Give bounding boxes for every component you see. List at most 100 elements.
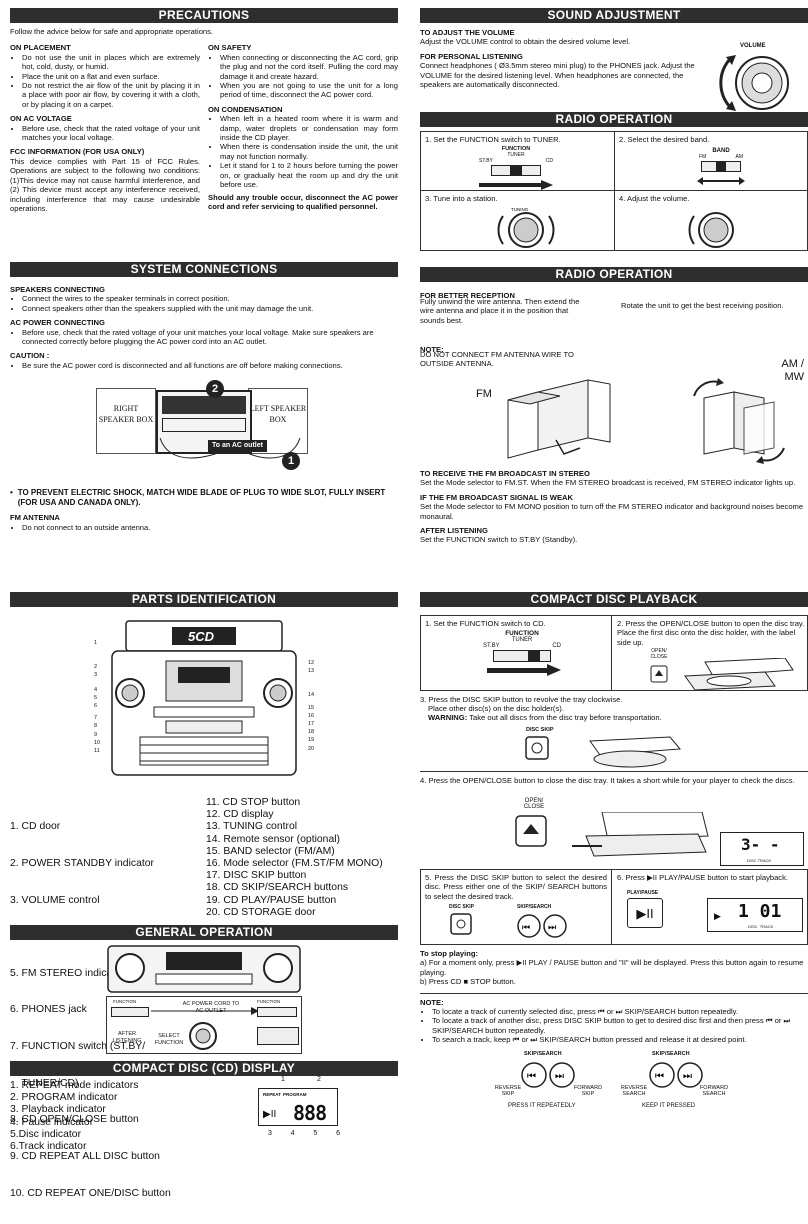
cd-step-1: 1. Set the FUNCTION switch to CD. [425,619,546,628]
track-label: TRACK [757,858,772,863]
function-label-2: FUNCTION [257,999,281,1004]
arrow-right-icon [151,1007,259,1015]
fm-antenna-label: FM [476,388,492,400]
trouble-warning: Should any trouble occur, disconnect the… [208,192,398,211]
tuner-label: TUNER [507,152,525,158]
disc-skip-illustration [525,736,682,768]
parts-section: PARTS IDENTIFICATION 5CD 1 2 3 4 5 [10,592,398,1224]
callout: 6 [94,703,98,710]
radio2-header: RADIO OPERATION [420,267,808,282]
volume-text: Adjust the VOLUME control to obtain the … [420,37,631,47]
skip-search-label: SKIP/SEARCH [517,904,552,910]
cd-step-3-text: 3. Press the DISC SKIP button to revolve… [420,695,623,704]
play-pause-label: PLAY/PAUSE [627,890,659,896]
repeat-indicator: REPEAT [263,1092,281,1097]
volume-knob-small-icon [688,212,734,248]
volume-knob-illustration: VOLUME [710,23,808,113]
personal-heading: FOR PERSONAL LISTENING [420,51,523,61]
disc-label: DISC [748,924,758,929]
radio-steps-grid: 1. Set the FUNCTION switch to TUNER. 2. … [420,131,808,251]
parts-header: PARTS IDENTIFICATION [10,592,398,607]
list-item: Before use, check that the rated voltage… [22,328,398,347]
callout: 1 [281,1076,285,1083]
list-item: Do not use the unit in places which are … [22,53,200,72]
personal-text: Connect headphones ( Ø3.5mm stereo mini … [420,61,695,90]
am-mw-label: AM / MW [781,358,804,383]
stby-label: ST.BY [479,158,493,164]
skip-pair-icon-2: ⏮ ⏭ [649,1061,703,1088]
note-text: DO NOT CONNECT FM ANTENNA WIRE TO OUTSID… [420,350,574,369]
function-label: FUNCTION [505,630,539,637]
list-item: 6. PHONES jack [10,1004,87,1016]
callout: 4 [290,1130,295,1137]
stop-a: a) For a moment only, press ▶II PLAY / P… [420,958,804,977]
cd-display-header: COMPACT DISC (CD) DISPLAY [10,1061,398,1076]
callout: 3 [268,1130,272,1137]
note-heading: NOTE: [420,345,444,354]
playback-digits: 1 01 [738,901,782,922]
double-arrow-icon [697,177,745,185]
precautions-header: PRECAUTIONS [10,8,398,23]
system-header: SYSTEM CONNECTIONS [10,262,398,277]
svg-text:⏮: ⏮ [527,1071,536,1082]
callout: 2 [317,1076,321,1083]
cd-steps-1-2: 1. Set the FUNCTION switch to CD. FUNCTI… [420,615,808,691]
function-label: FUNCTION [501,146,531,152]
callout: 4 [94,686,98,693]
arrow-right-icon [479,180,553,190]
callout: 12 [308,660,315,666]
skip-search-diagrams: SKIP/SEARCH SKIP/SEARCH ⏮ ⏭ ⏮ ⏭ REVERSE … [420,1045,808,1117]
general-flow-box: FUNCTION AC POWER CORD TO AC OUTLET FUNC… [106,996,302,1054]
callout: 5 [313,1130,318,1137]
list-item: 19. CD PLAY/PAUSE button [206,894,337,906]
display-top-callouts: 1 2 [265,1076,337,1083]
ac-outlet-label: To an AC outlet [208,440,267,453]
unit-front-illustration: 5CD 1 2 3 4 5 6 7 8 9 10 11 [10,607,398,787]
list-item: 18. CD SKIP/SEARCH buttons [206,882,349,894]
precautions-section: PRECAUTIONS Follow the advice below for … [10,8,398,213]
general-header: GENERAL OPERATION [10,925,398,940]
check-display-digits: 3- - [741,835,780,854]
general-diagram: FUNCTION AC POWER CORD TO AC OUTLET FUNC… [10,940,398,1056]
tray-open-illustration [650,658,794,691]
radio-step-4: 4. Adjust the volume. [619,194,690,203]
list-item: 5.Disc indicator [10,1128,82,1140]
play-pause-indicator: ▶II [263,1109,277,1120]
callout: 20 [308,745,315,752]
forward-skip-label: FORWARD SKIP [573,1084,603,1098]
reverse-search-label: REVERSE SEARCH [620,1084,648,1098]
warning-text: Take out all discs from the disc tray be… [469,713,662,722]
list-item: 6.Track indicator [10,1141,87,1153]
list-item: 1. CD door [10,821,61,833]
shock-warning: • TO PREVENT ELECTRIC SHOCK, MATCH WIDE … [10,488,398,508]
weak-text: Set the Mode selector to FM MONO positio… [420,502,804,521]
list-item: To locate a track of currently selected … [432,1007,808,1016]
ac-heading: AC POWER CONNECTING [10,318,105,328]
svg-text:TUNING: TUNING [511,207,529,212]
placement-list: Do not use the unit in places which are … [10,53,200,109]
playback-display: ▶ 1 01 DISC TRACK [707,898,803,932]
callout: 6 [336,1130,340,1137]
stereo-unit-icon: 5CD [111,620,297,776]
list-item: Connect speakers other than the speakers… [22,304,398,313]
skip-search-label-2: SKIP/SEARCH [652,1050,690,1057]
radio-header: RADIO OPERATION [420,112,808,127]
volume-heading: TO ADJUST THE VOLUME [420,28,515,37]
list-item: 7. FUNCTION switch (ST.BY/ [10,1041,146,1053]
press-repeatedly-label: PRESS IT REPEATEDLY [508,1102,576,1109]
warning-label: WARNING: [428,713,468,722]
list-item: TUNER/CD) [10,1077,79,1089]
callout: 10 [94,739,101,746]
list-item: When left in a heated room where it is w… [220,114,398,142]
precautions-intro: Follow the advice below for safe and app… [10,27,214,36]
list-item: 3. Playback indicator [10,1104,106,1116]
stop-b: b) Press CD ■ STOP button. [420,977,516,987]
callout: 2 [94,664,98,671]
callout: 13 [308,668,315,675]
list-item: 2. POWER STANDBY indicator [10,858,154,870]
band-label: BAND [712,148,730,154]
badge-1: 1 [282,452,300,471]
placement-heading: ON PLACEMENT [10,43,71,53]
